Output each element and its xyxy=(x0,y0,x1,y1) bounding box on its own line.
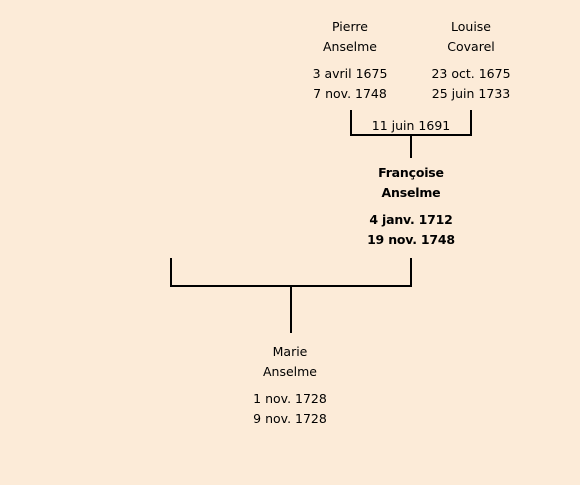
mother-drop-line xyxy=(470,110,472,136)
death-date: 25 juin 1733 xyxy=(431,86,511,101)
death-date: 19 nov. 1748 xyxy=(367,232,455,247)
subject-drop-line xyxy=(410,258,412,287)
person-last-name: Anselme xyxy=(262,364,318,379)
person-last-name: Covarel xyxy=(447,39,495,54)
person-last-name: Anselme xyxy=(322,39,378,54)
person-first-name: Marie xyxy=(272,344,308,359)
death-date: 7 nov. 1748 xyxy=(313,86,387,101)
person-child[interactable]: Marie Anselme 1 nov. 1728 9 nov. 1728 xyxy=(230,342,350,429)
person-subject[interactable]: Françoise Anselme 4 janv. 1712 19 nov. 1… xyxy=(351,163,471,250)
spouse-drop-line xyxy=(170,258,172,287)
person-father[interactable]: Pierre Anselme 3 avril 1675 7 nov. 1748 xyxy=(290,17,410,104)
marriage-date-label: 11 juin 1691 xyxy=(371,118,451,133)
person-mother[interactable]: Louise Covarel 23 oct. 1675 25 juin 1733 xyxy=(411,17,531,104)
person-dates: 23 oct. 1675 25 juin 1733 xyxy=(411,64,531,104)
birth-date: 1 nov. 1728 xyxy=(253,391,327,406)
birth-date: 4 janv. 1712 xyxy=(369,212,453,227)
person-dates: 1 nov. 1728 9 nov. 1728 xyxy=(230,389,350,429)
person-first-name: Pierre xyxy=(332,19,368,34)
person-first-name: Louise xyxy=(451,19,491,34)
birth-date: 23 oct. 1675 xyxy=(431,66,511,81)
death-date: 9 nov. 1728 xyxy=(253,411,327,426)
birth-date: 3 avril 1675 xyxy=(312,66,388,81)
person-last-name: Anselme xyxy=(381,185,441,200)
person-dates: 3 avril 1675 7 nov. 1748 xyxy=(290,64,410,104)
couple-to-child-line xyxy=(290,285,292,333)
person-dates: 4 janv. 1712 19 nov. 1748 xyxy=(351,210,471,250)
parents-to-subject-line xyxy=(410,134,412,158)
father-drop-line xyxy=(350,110,352,136)
person-first-name: Françoise xyxy=(378,165,444,180)
